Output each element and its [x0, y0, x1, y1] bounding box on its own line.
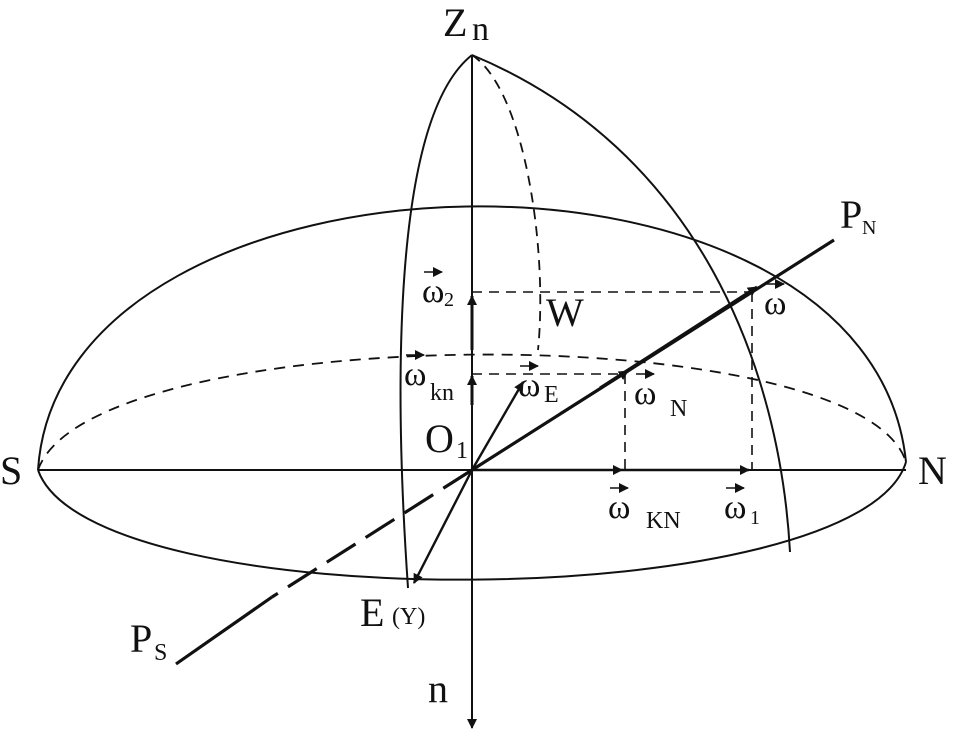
- west-label: W: [546, 290, 584, 335]
- prime-vertical-arc: [399, 54, 473, 589]
- zenith-label: Z: [443, 0, 467, 45]
- west-vertical-arc: [471, 54, 542, 351]
- omega-n-vector: [559, 369, 629, 416]
- center-label: O: [425, 416, 454, 461]
- pole-south-label: P: [130, 616, 152, 661]
- pole-north-label: P: [840, 192, 862, 237]
- omega-n-label: ω: [634, 375, 656, 412]
- omega-e-vector: [470, 381, 525, 471]
- omega-KN-label-sub: KN: [646, 508, 681, 534]
- pole-north-label-sub: N: [862, 217, 876, 239]
- horizon-front-arc: [37, 461, 907, 581]
- omega2-label-sub: 2: [444, 289, 454, 311]
- horizon-back-arc: [37, 353, 907, 471]
- omega-label: ω: [764, 285, 786, 322]
- north-label: N: [918, 448, 947, 493]
- east-vector: [412, 469, 474, 584]
- earth-axis-dashed: [271, 468, 473, 599]
- pole-south-label-sub: S: [154, 640, 167, 666]
- east-label-sub: (Y): [392, 604, 425, 630]
- nadir-label: n: [428, 666, 448, 711]
- zenith-label-sub: n: [472, 11, 489, 48]
- omega1-label-sub: 1: [750, 507, 760, 529]
- omega2-label: ω: [422, 273, 444, 310]
- omega-e-label-sub: E: [544, 382, 559, 408]
- omega-kn-label-sub: kn: [430, 380, 454, 406]
- omega-kn-label: ω: [404, 356, 426, 393]
- omega-KN-label: ω: [608, 489, 630, 526]
- south-label: S: [0, 448, 22, 493]
- east-label: E: [360, 590, 384, 635]
- meridian-arc: [471, 54, 791, 553]
- center-label-sub: 1: [456, 438, 468, 464]
- omega1-label: ω: [724, 489, 746, 526]
- omega-e-label: ω: [518, 367, 540, 404]
- hemisphere-dome-outline: [37, 205, 907, 471]
- earth-axis-south-part: [175, 595, 273, 666]
- omega-n-label-sub: N: [670, 396, 687, 422]
